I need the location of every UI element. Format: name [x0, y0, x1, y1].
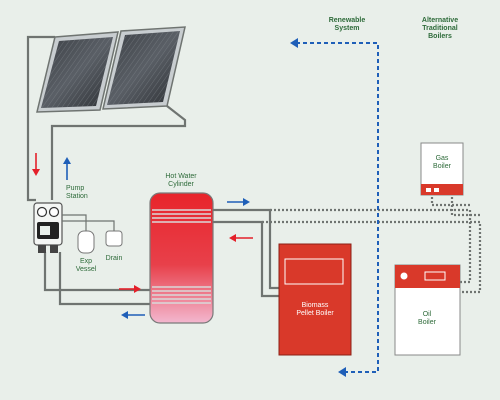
solar-panel-left [36, 31, 119, 113]
gas-boiler-label-line2: Boiler [433, 163, 452, 170]
solar-pipes [26, 35, 187, 306]
pump-station [33, 202, 63, 253]
renewable-system-line [296, 42, 379, 373]
oil-boiler [394, 264, 461, 356]
alternative-header-line3: Boilers [428, 33, 452, 40]
hot-water-label-line1: Hot Water [165, 173, 197, 180]
renewable-header-line2: System [335, 25, 360, 32]
hot-water-cylinder [149, 192, 214, 324]
renewable-arrow-top [290, 38, 298, 48]
flow-arrow-red-right [119, 285, 141, 293]
traditional-boiler-pipes [262, 193, 482, 294]
gas-boiler [420, 142, 464, 196]
biomass-pellet-boiler [278, 243, 352, 356]
exp-vessel-label-line2: Vessel [76, 266, 97, 273]
flow-arrow-red-left [229, 234, 253, 242]
flow-arrow-blue-left [121, 311, 145, 319]
solar-panel-right [102, 26, 186, 110]
alternative-header-line1: Alternative [422, 17, 458, 24]
drain-label: Drain [106, 255, 123, 262]
exp-vessel-label-line1: Exp [80, 258, 92, 265]
pump-station-label-line2: Station [66, 193, 88, 200]
gas-boiler-label-line1: Gas [436, 155, 449, 162]
flow-arrow-red-down [32, 153, 40, 176]
exp-drain-pipes [62, 214, 115, 232]
biomass-label-line1: Biomass [302, 302, 329, 309]
alternative-header-line2: Traditional [422, 25, 457, 32]
renewable-header-line1: Renewable [329, 17, 366, 24]
exp-vessel [77, 230, 95, 254]
pump-station-label-line1: Pump [66, 185, 84, 192]
hot-water-label-line2: Cylinder [168, 181, 194, 188]
renewable-arrow-bottom [338, 367, 346, 377]
oil-boiler-label-line2: Boiler [418, 319, 437, 326]
drain-vessel [105, 230, 123, 247]
boiler-pipes [213, 208, 285, 298]
biomass-label-line2: Pellet Boiler [296, 310, 334, 317]
flow-arrow-blue-up [63, 157, 71, 180]
flow-arrow-blue-right [227, 198, 250, 206]
oil-boiler-label-line1: Oil [423, 311, 432, 318]
